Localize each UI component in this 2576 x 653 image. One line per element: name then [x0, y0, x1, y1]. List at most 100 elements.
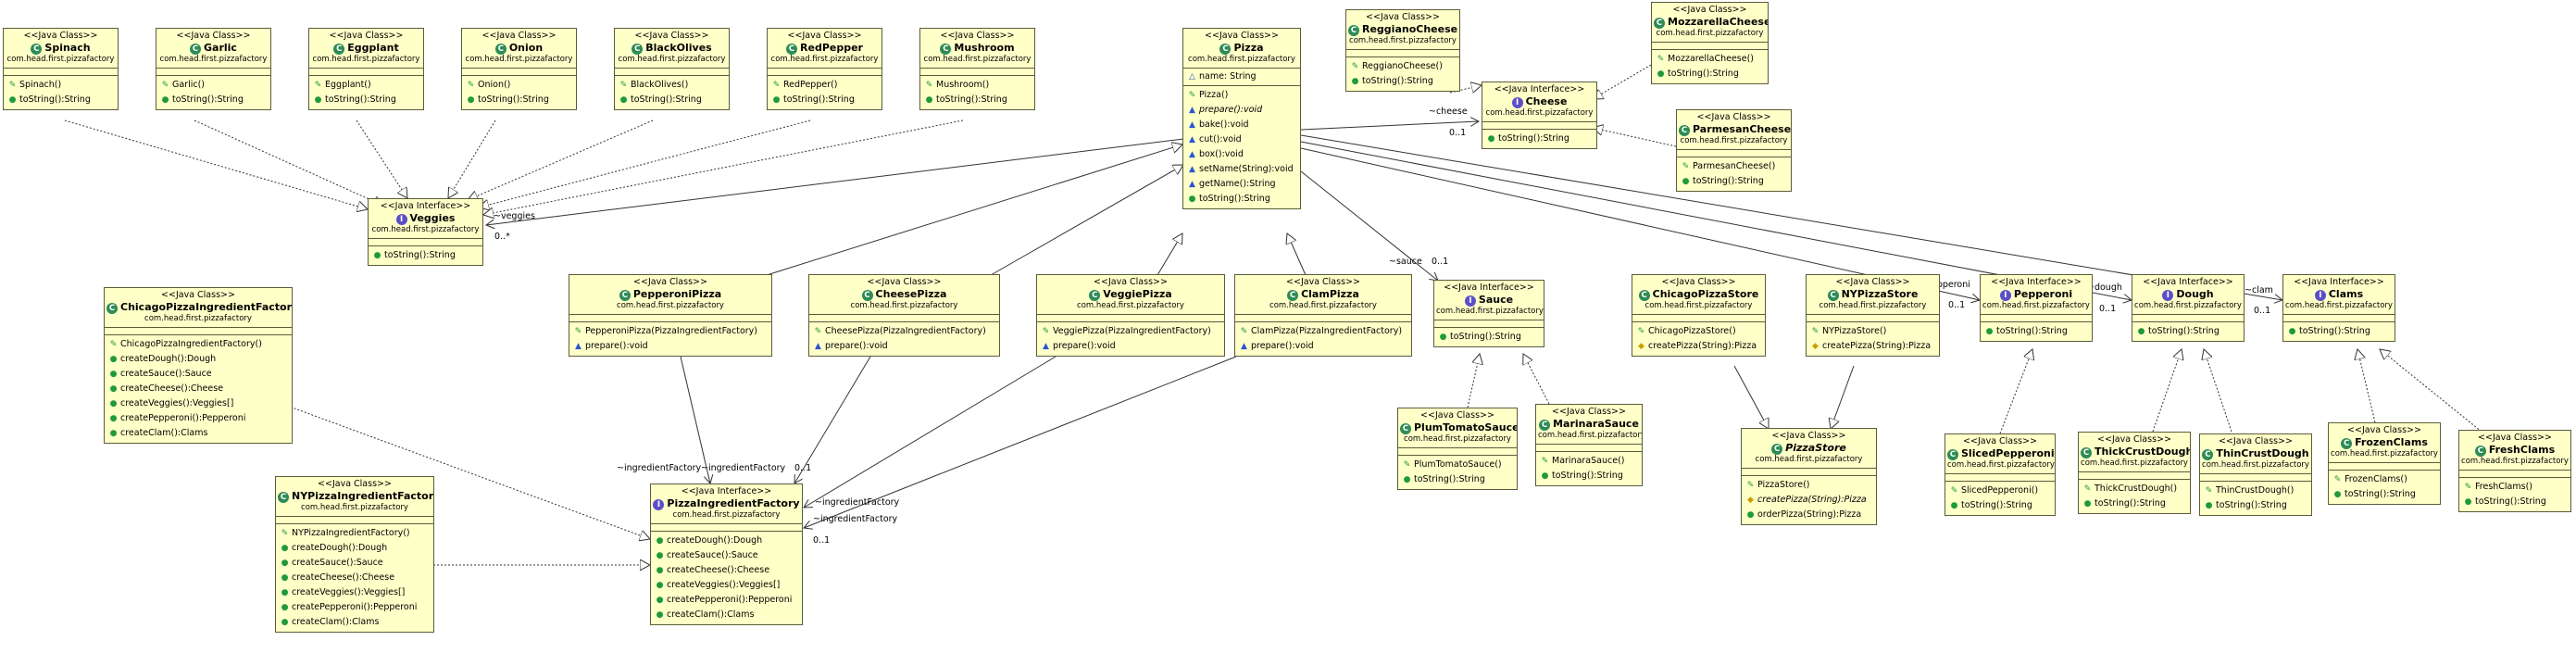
- method-item[interactable]: ●toString():String: [1984, 324, 2088, 339]
- method-item[interactable]: ●toString():String: [2332, 487, 2436, 502]
- method-item[interactable]: ●createCheese():Cheese: [108, 382, 288, 396]
- method-item[interactable]: ●toString():String: [2204, 498, 2307, 513]
- method-item[interactable]: ◆createPizza(String):Pizza: [1636, 339, 1761, 354]
- method-item[interactable]: ◆createPizza(String):Pizza: [1810, 339, 1935, 354]
- method-item[interactable]: ●createDough():Dough: [280, 541, 430, 556]
- method-item[interactable]: ✎Pizza(): [1187, 88, 1296, 103]
- method-item[interactable]: ●toString():String: [1656, 67, 1764, 82]
- method-item[interactable]: ●toString():String: [7, 93, 114, 107]
- method-item[interactable]: ✎VeggiePizza(PizzaIngredientFactory): [1041, 324, 1220, 339]
- method-item[interactable]: ●toString():String: [771, 93, 878, 107]
- method-item[interactable]: ▲bake():void: [1187, 118, 1296, 132]
- method-item[interactable]: ●createDough():Dough: [108, 352, 288, 367]
- method-item[interactable]: ●toString():String: [1438, 330, 1540, 345]
- method-item[interactable]: ●createPepperoni():Pepperoni: [280, 600, 430, 615]
- method-item[interactable]: ●createPepperoni():Pepperoni: [108, 411, 288, 426]
- method-item[interactable]: ✎ThickCrustDough(): [2082, 482, 2186, 496]
- method-item[interactable]: ✎Spinach(): [7, 78, 114, 93]
- method-item[interactable]: ●orderPizza(String):Pizza: [1745, 508, 1872, 522]
- method-item[interactable]: ●toString():String: [2463, 495, 2567, 509]
- method-item[interactable]: ▲setName(String):void: [1187, 162, 1296, 177]
- method-item[interactable]: ●toString():String: [372, 248, 479, 263]
- method-item[interactable]: ✎FrozenClams(): [2332, 472, 2436, 487]
- method-item[interactable]: ✎ParmesanCheese(): [1681, 159, 1787, 174]
- method-item[interactable]: ●createPepperoni():Pepperoni: [655, 593, 798, 608]
- method-item[interactable]: ✎BlackOlives(): [619, 78, 725, 93]
- method-item[interactable]: ●createVeggies():Veggies[]: [280, 585, 430, 600]
- method-item[interactable]: ✎MozzarellaCheese(): [1656, 52, 1764, 67]
- method-item[interactable]: ✎ChicagoPizzaIngredientFactory(): [108, 337, 288, 352]
- method-item[interactable]: ✎NYPizzaIngredientFactory(): [280, 526, 430, 541]
- method-item[interactable]: ✎FreshClams(): [2463, 480, 2567, 495]
- method-item[interactable]: ●createClam():Clams: [108, 426, 288, 441]
- method-item[interactable]: ●createVeggies():Veggies[]: [655, 578, 798, 593]
- method-item[interactable]: ✎CheesePizza(PizzaIngredientFactory): [813, 324, 995, 339]
- method-item[interactable]: ▲prepare():void: [1041, 339, 1220, 354]
- method-item[interactable]: ▲prepare():void: [1239, 339, 1407, 354]
- method-item[interactable]: ●toString():String: [2082, 496, 2186, 511]
- method-item[interactable]: ✎PepperoniPizza(PizzaIngredientFactory): [573, 324, 768, 339]
- method-item[interactable]: ●toString():String: [1350, 74, 1456, 89]
- method-item[interactable]: ●createClam():Clams: [280, 615, 430, 630]
- method-item[interactable]: ◆createPizza(String):Pizza: [1745, 493, 1872, 508]
- method-item[interactable]: ✎ClamPizza(PizzaIngredientFactory): [1239, 324, 1407, 339]
- method-item[interactable]: ✎PlumTomatoSauce(): [1402, 458, 1513, 472]
- method-item[interactable]: ▲prepare():void: [573, 339, 768, 354]
- method-item[interactable]: ●toString():String: [2136, 324, 2240, 339]
- method-item[interactable]: ▲cut():void: [1187, 132, 1296, 147]
- method-item[interactable]: ●toString():String: [924, 93, 1031, 107]
- method-item[interactable]: ●createCheese():Cheese: [280, 571, 430, 585]
- method-item[interactable]: ✎PizzaStore(): [1745, 478, 1872, 493]
- method-item[interactable]: ✎ThinCrustDough(): [2204, 483, 2307, 498]
- method-item[interactable]: ●toString():String: [2287, 324, 2391, 339]
- method-item[interactable]: ●createSauce():Sauce: [108, 367, 288, 382]
- method-item[interactable]: ✎ChicagoPizzaStore(): [1636, 324, 1761, 339]
- method-item[interactable]: ▲prepare():void: [813, 339, 995, 354]
- method-item[interactable]: ✎SlicedPepperoni(): [1949, 483, 2051, 498]
- method-item[interactable]: ✎RedPepper(): [771, 78, 878, 93]
- method-item[interactable]: ▲getName():String: [1187, 177, 1296, 192]
- method-item[interactable]: ●toString():String: [160, 93, 267, 107]
- method-item[interactable]: ✎ReggianoCheese(): [1350, 59, 1456, 74]
- method-item[interactable]: ●toString():String: [1949, 498, 2051, 513]
- method-item[interactable]: ●createClam():Clams: [655, 608, 798, 622]
- method-item[interactable]: ●toString():String: [619, 93, 725, 107]
- method-item[interactable]: ●createSauce():Sauce: [280, 556, 430, 571]
- method-item[interactable]: ✎Eggplant(): [313, 78, 419, 93]
- method-item[interactable]: ●toString():String: [1486, 132, 1593, 146]
- method-item[interactable]: ✎Mushroom(): [924, 78, 1031, 93]
- method-item[interactable]: ●createCheese():Cheese: [655, 563, 798, 578]
- method-item[interactable]: ▲box():void: [1187, 147, 1296, 162]
- method-item[interactable]: ✎Garlic(): [160, 78, 267, 93]
- method-item[interactable]: ●createVeggies():Veggies[]: [108, 396, 288, 411]
- method-item[interactable]: ▲prepare():void: [1187, 103, 1296, 118]
